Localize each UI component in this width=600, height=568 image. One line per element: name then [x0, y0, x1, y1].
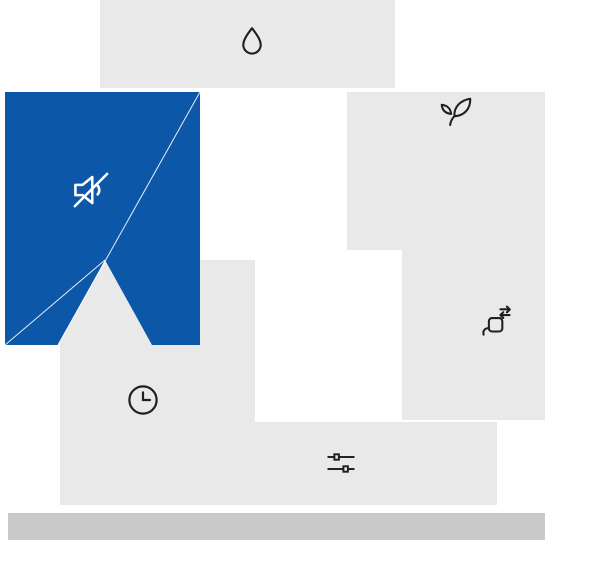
- tile-eco[interactable]: [347, 92, 545, 250]
- plug-sync-icon: [477, 303, 515, 341]
- ribbon-shape: [4, 91, 201, 346]
- clock-icon: [124, 381, 162, 419]
- water-drop-icon: [234, 24, 270, 60]
- tile-settings[interactable]: [200, 422, 497, 505]
- muted-speaker-icon: [69, 168, 113, 212]
- tile-water[interactable]: [100, 0, 395, 88]
- tile-power[interactable]: [402, 250, 545, 420]
- footer-strip: [8, 513, 545, 540]
- leaf-icon: [437, 94, 475, 132]
- sliders-icon: [323, 445, 359, 481]
- accent-ribbon[interactable]: [4, 91, 201, 346]
